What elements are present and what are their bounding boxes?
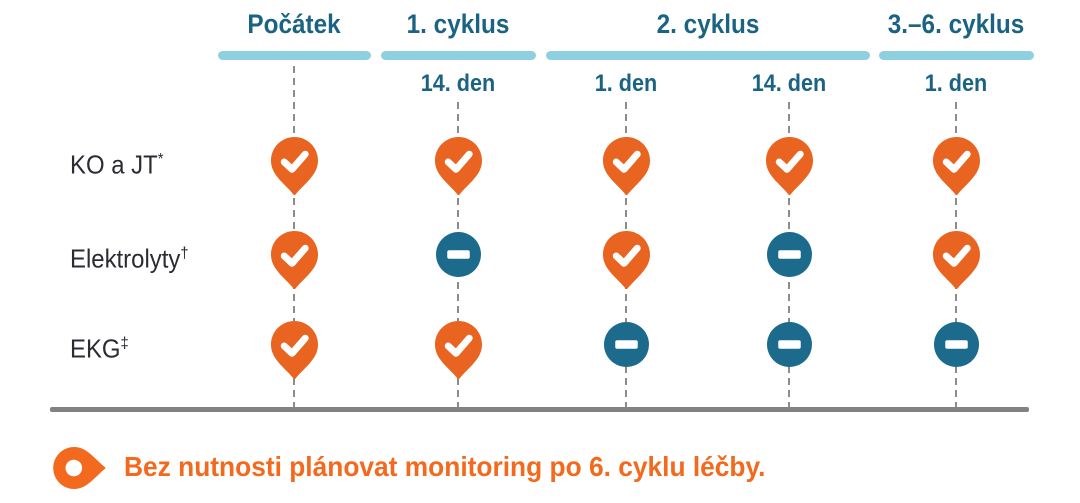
minus-circle-icon [766,321,812,372]
cycle-underline-bar [218,51,371,60]
footnote-marker: * [157,151,164,168]
minus-circle-icon [766,231,812,282]
row-label-text: Elektrolyty [70,243,181,274]
header-cycle-pocatek: Počátek [247,9,341,39]
header-day-label: 1. den [924,70,988,97]
location-pin-right-icon [53,447,106,489]
check-pin-icon [270,230,318,295]
cycle-underline-bar [546,51,870,60]
header-day-label: 14. den [420,70,496,97]
header-day-label: 14. den [751,70,827,97]
row-label-text: EKG [70,333,121,364]
check-pin-icon [932,230,980,295]
row-label-ekg: EKG‡ [70,329,129,364]
minus-circle-icon [603,321,649,372]
check-pin-icon [932,136,980,201]
minus-circle-icon [435,231,481,282]
check-pin-icon [270,320,318,385]
check-pin-icon [270,136,318,201]
header-cycle-2: 2. cyklus [656,9,760,39]
row-label-elektrolyty: Elektrolyty† [70,239,189,274]
check-pin-icon [434,320,482,385]
row-label-text: KO a JT [70,149,158,180]
baseline-rule [50,407,1029,412]
header-cycle-3-6: 3.–6. cyklus [887,9,1025,39]
footnote-marker: ‡ [120,335,129,352]
cycle-underline-bar [381,51,536,60]
footer-note: Bez nutnosti plánovat monitoring po 6. c… [124,451,766,482]
check-pin-icon [602,136,650,201]
header-day-label: 1. den [594,70,658,97]
check-pin-icon [765,136,813,201]
footnote-marker: † [180,245,189,262]
check-pin-icon [434,136,482,201]
header-cycle-1: 1. cyklus [406,9,510,39]
row-label-ko-a-jt: KO a JT* [70,145,164,180]
cycle-underline-bar [879,51,1034,60]
check-pin-icon [602,230,650,295]
minus-circle-icon [933,321,979,372]
